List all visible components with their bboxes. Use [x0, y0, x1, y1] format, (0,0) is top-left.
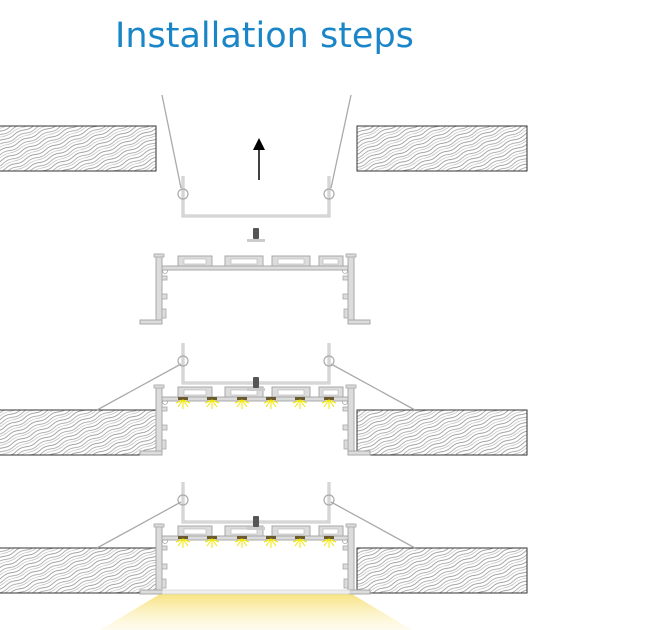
spring-arm-right — [330, 94, 352, 189]
page-title: Installation steps — [115, 16, 414, 56]
spring-arm-right — [330, 501, 416, 549]
ceiling-board-left — [0, 547, 158, 594]
ceiling-board-left — [0, 125, 157, 172]
diffuser — [161, 589, 351, 595]
aluminium-profile — [139, 253, 371, 325]
ceiling-board-right — [356, 409, 528, 456]
spring-arm-left — [161, 94, 182, 189]
aluminium-profile — [139, 384, 371, 456]
arrow-up-icon — [253, 138, 265, 180]
light-beam — [100, 594, 412, 630]
spring-arm-right — [330, 363, 416, 411]
mounting-bracket — [176, 174, 336, 218]
ceiling-board-right — [356, 547, 528, 594]
spring-arm-left — [96, 363, 182, 411]
spring-arm-left — [96, 501, 182, 549]
step-1 — [0, 94, 528, 218]
screw-icon — [247, 228, 265, 242]
aluminium-profile — [139, 523, 371, 595]
step-4 — [0, 480, 528, 630]
step-3 — [0, 341, 528, 456]
step-2 — [139, 228, 371, 325]
ceiling-board-right — [356, 125, 528, 172]
ceiling-board-left — [0, 409, 158, 456]
